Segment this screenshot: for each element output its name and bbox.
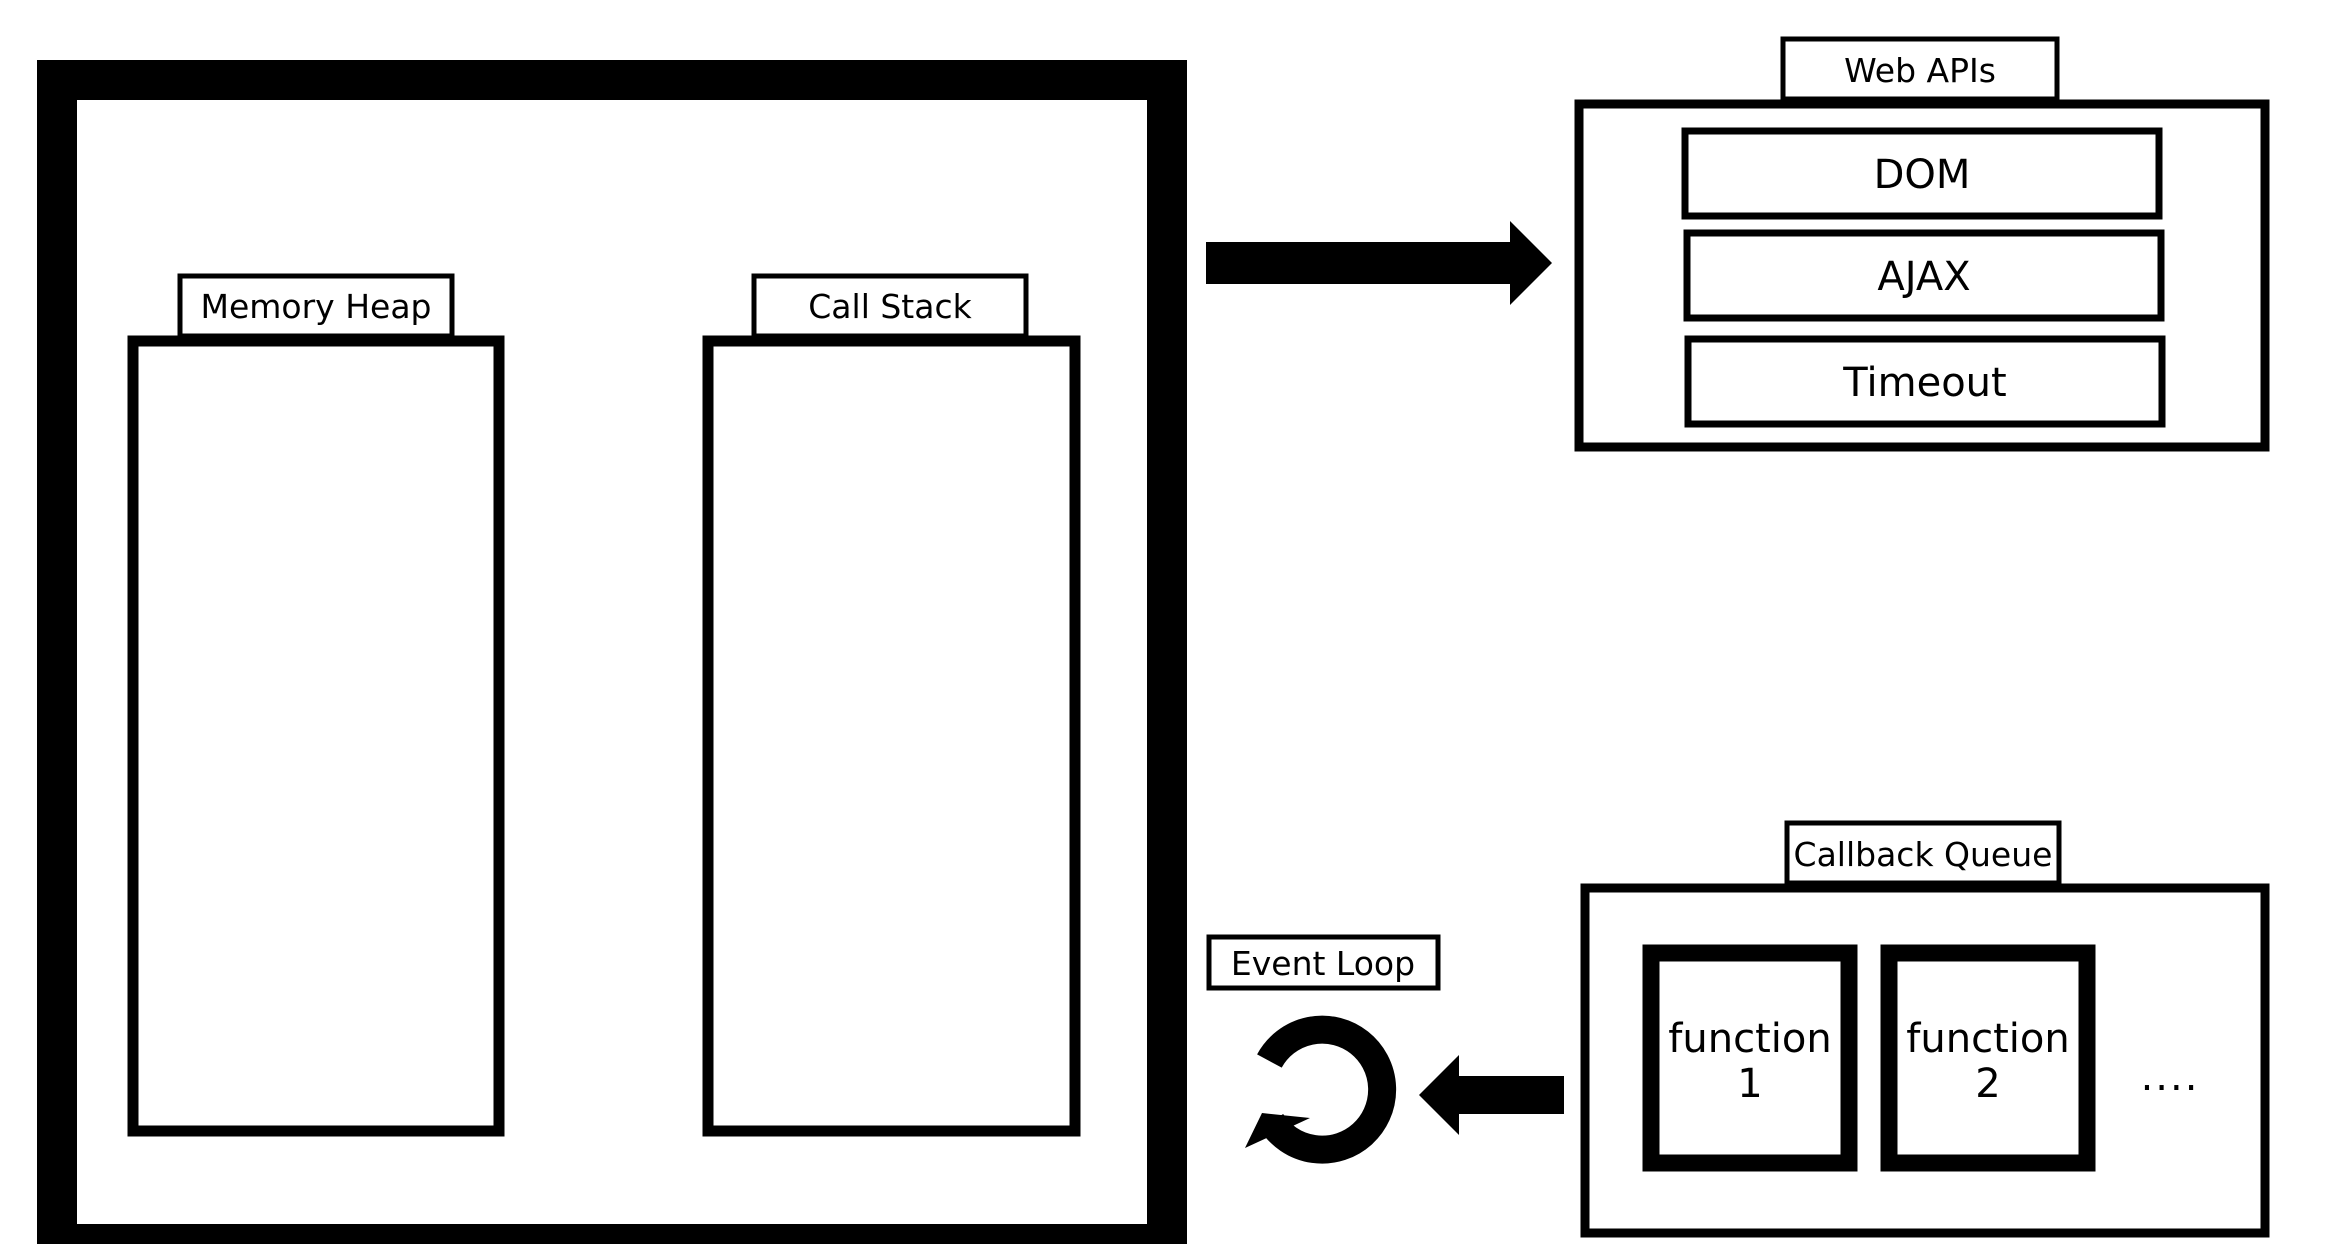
event-loop: Event Loop	[1206, 934, 1441, 1164]
callback-queue-label: Callback Queue	[1794, 835, 2053, 874]
arrow-left-icon	[1419, 1055, 1564, 1135]
web-api-item-dom-label: DOM	[1874, 152, 1971, 198]
callback-queue: Callback Queue function 1 function 2 ...…	[1580, 820, 2270, 1238]
callback-function-2-line2: 2	[1975, 1061, 2000, 1107]
callback-function-2	[1880, 944, 2096, 1172]
call-stack-box	[702, 335, 1081, 1137]
web-api-item-dom	[1681, 127, 2163, 220]
event-loop-label: Event Loop	[1231, 944, 1415, 983]
call-stack-label: Call Stack	[808, 287, 972, 326]
callback-function-1-line2: 1	[1737, 1061, 1762, 1107]
event-loop-tab	[1206, 934, 1441, 991]
web-api-item-timeout	[1684, 335, 2166, 428]
callback-queue-box	[1580, 883, 2270, 1238]
memory-heap: Memory Heap	[127, 273, 505, 1137]
callback-queue-more: ....	[2141, 1054, 2200, 1100]
arrow-right-icon	[1206, 221, 1552, 305]
callback-function-1	[1642, 944, 1858, 1172]
memory-heap-label: Memory Heap	[201, 287, 432, 326]
memory-heap-box	[127, 335, 505, 1137]
web-api-item-ajax-label: AJAX	[1877, 254, 1970, 300]
refresh-loop-icon	[1245, 1015, 1397, 1164]
web-apis-tab	[1780, 36, 2060, 102]
js-engine-frame	[37, 60, 1187, 1244]
callback-function-1-line1: function	[1668, 1016, 1831, 1062]
call-stack: Call Stack	[702, 273, 1081, 1137]
web-apis: Web APIs DOM AJAX Timeout	[1574, 36, 2270, 452]
web-api-item-timeout-label: Timeout	[1842, 360, 2006, 406]
callback-queue-tab	[1784, 820, 2062, 886]
web-apis-label: Web APIs	[1844, 51, 1996, 90]
web-apis-box	[1574, 99, 2270, 452]
callback-function-2-line1: function	[1906, 1016, 2069, 1062]
web-api-item-ajax	[1683, 229, 2165, 322]
